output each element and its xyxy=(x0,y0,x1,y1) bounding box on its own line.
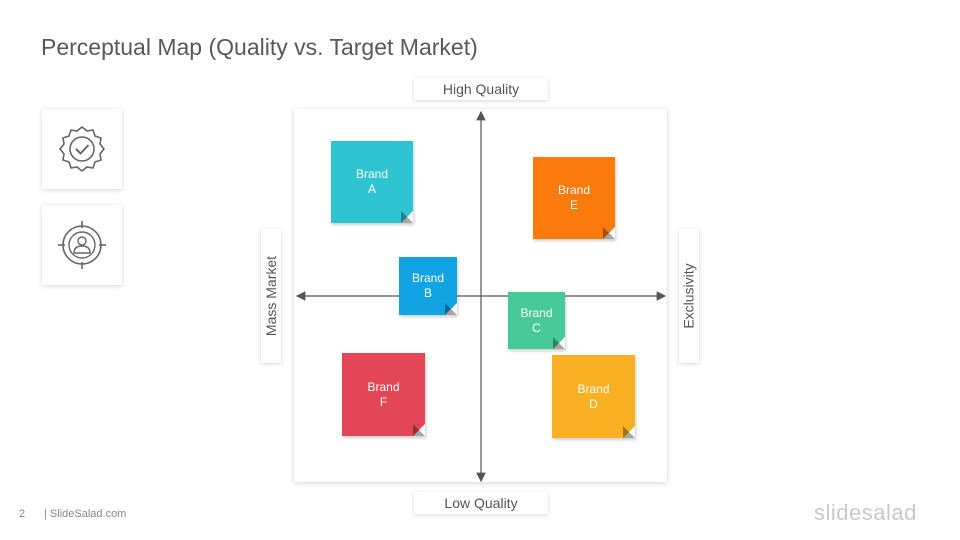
target-audience-icon-card xyxy=(42,205,122,285)
page-number: 2 xyxy=(19,508,26,520)
axis-label-low-quality: Low Quality xyxy=(414,492,548,514)
quality-icon-card xyxy=(42,109,122,189)
target-audience-icon xyxy=(58,221,106,269)
axis-label-mass-market: Mass Market xyxy=(261,229,281,363)
source-link[interactable]: | SlideSalad.com xyxy=(44,508,127,520)
slide-title: Perceptual Map (Quality vs. Target Marke… xyxy=(41,34,478,60)
slidesalad-logo: slidesalad xyxy=(814,500,917,525)
axis-label-exclusivity: Exclusivity xyxy=(679,229,699,363)
quality-badge-icon xyxy=(58,125,106,173)
axis-label-high-quality: High Quality xyxy=(414,78,548,100)
